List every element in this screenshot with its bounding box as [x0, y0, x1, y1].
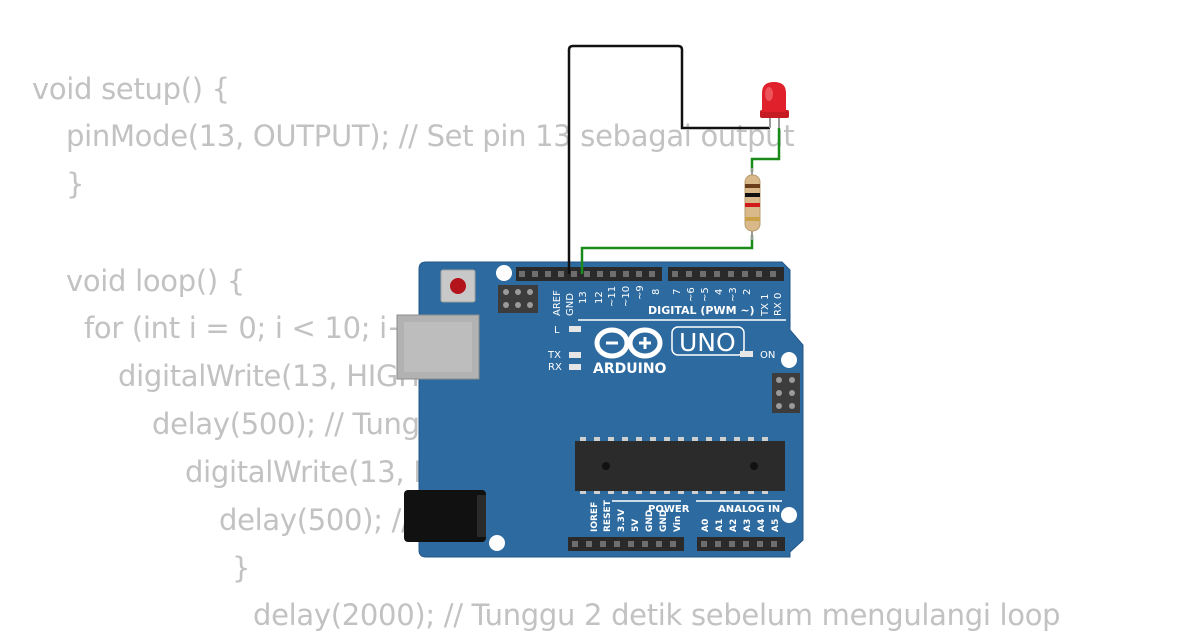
mounting-hole — [496, 265, 512, 281]
digital-label: DIGITAL (PWM ~) — [648, 304, 755, 317]
red-led[interactable] — [760, 82, 789, 128]
pin-label-3v3: 3.3V — [617, 509, 627, 532]
analog-header — [697, 537, 785, 551]
resistor[interactable] — [744, 168, 761, 240]
model-badge — [671, 326, 745, 356]
led-label-rx: RX — [548, 362, 562, 373]
pin-label-tx1: TX 1 — [760, 294, 771, 318]
digital-pin-labels: AREF GND 13 12 ~11 ~10 ~9 8 7 ~6 ~5 4 ~3… — [552, 285, 784, 317]
pin-label-3: ~3 — [728, 287, 739, 302]
pin-label-a1: A1 — [715, 519, 725, 532]
digital-header-left — [516, 267, 662, 281]
icsp-header — [498, 285, 538, 313]
code-line-4: void loop() { — [66, 264, 245, 298]
led-tx — [569, 352, 581, 358]
icsp-header-right — [772, 373, 800, 413]
pin-label-4: 4 — [714, 289, 725, 295]
pin-label-11: ~11 — [607, 286, 618, 307]
power-jack — [404, 490, 486, 542]
arduino-logo-icon — [594, 327, 663, 359]
digital-header-right — [668, 267, 784, 281]
code-line-3: } — [66, 167, 85, 201]
pin-label-9: ~9 — [635, 285, 646, 300]
resistor-band — [745, 184, 760, 188]
code-line-9: delay(500); // — [219, 503, 411, 537]
pin-label-10: ~10 — [621, 286, 632, 307]
pin-label-12: 12 — [594, 291, 605, 304]
code-line-10: } — [232, 551, 251, 585]
pin-label-13: 13 — [578, 291, 589, 304]
pin-label-gnd2: GND — [659, 510, 669, 532]
led-label-tx: TX — [547, 350, 561, 361]
microcontroller-chip — [575, 437, 785, 494]
resistor-band — [745, 193, 760, 197]
wire-gnd[interactable] — [567, 44, 770, 274]
pin-label-vin: Vin — [673, 516, 683, 532]
code-line-7: delay(500); // Tunggu — [152, 407, 456, 441]
pin-label-reset: RESET — [603, 499, 613, 532]
pin-label-rx0: RX 0 — [773, 293, 784, 316]
pin-label-ioref: IOREF — [590, 502, 600, 532]
analog-label: ANALOG IN — [718, 504, 780, 515]
pin-label-a3: A3 — [743, 519, 753, 532]
pin-label-5v: 5V — [631, 519, 641, 532]
brand-label: ARDUINO — [593, 361, 667, 377]
pin-label-gnd1: GND — [645, 510, 655, 532]
mounting-hole — [781, 352, 797, 368]
led-rx — [569, 364, 581, 370]
pin-label-5: ~5 — [700, 287, 711, 302]
led-on — [740, 351, 753, 357]
mounting-hole — [781, 507, 797, 523]
power-header — [568, 537, 684, 551]
pin-label-a0: A0 — [701, 519, 711, 532]
usb-port — [396, 314, 480, 380]
reset-button[interactable] — [440, 269, 476, 303]
mounting-hole — [489, 535, 505, 551]
code-line-2: pinMode(13, OUTPUT); // Set pin 13 sebag… — [66, 119, 795, 153]
pin-label-6: ~6 — [686, 287, 697, 302]
wire-led-resistor[interactable] — [750, 128, 781, 172]
pin-label-2: 2 — [742, 289, 753, 295]
code-line-1: void setup() { — [32, 72, 230, 106]
pin-label-aref: AREF — [552, 290, 563, 316]
pin-label-gnd: GND — [565, 293, 576, 316]
power-label: POWER — [648, 504, 690, 515]
pin-label-8: 8 — [651, 289, 662, 295]
power-pin-labels: IOREF RESET 3.3V 5V GND GND Vin — [590, 499, 683, 532]
analog-pin-labels: A0 A1 A2 A3 A4 A5 — [701, 519, 781, 532]
wire-signal[interactable] — [580, 235, 754, 274]
resistor-band — [745, 217, 760, 221]
led-label-l: L — [554, 325, 560, 336]
pin-label-7: 7 — [672, 289, 683, 295]
pin-label-a5: A5 — [771, 519, 781, 532]
code-line-11: delay(2000); // Tunggu 2 detik sebelum m… — [253, 598, 1061, 632]
resistor-band — [745, 203, 760, 207]
led-l — [569, 326, 581, 332]
pin-label-a4: A4 — [757, 519, 767, 532]
model-label: UNO — [679, 328, 736, 357]
led-label-on: ON — [760, 350, 775, 361]
pin-label-a2: A2 — [729, 519, 739, 532]
